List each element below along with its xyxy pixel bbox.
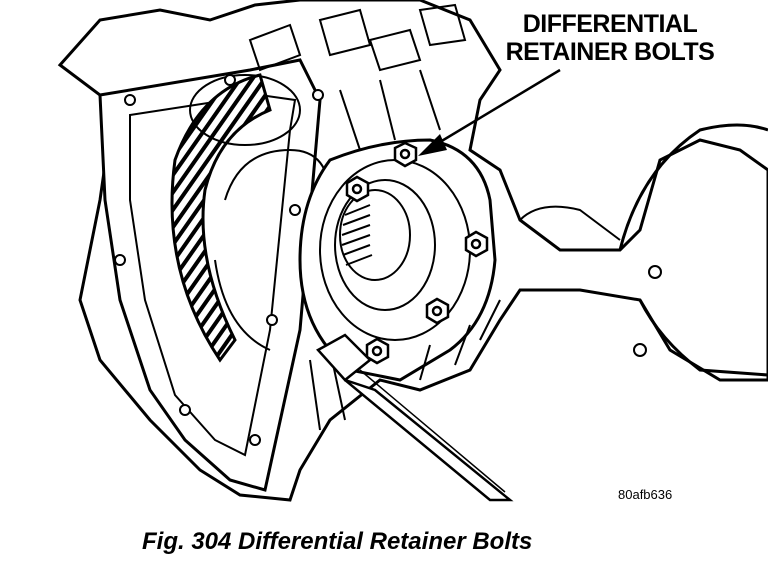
axle-shaft [316,333,514,502]
callout-label: DIFFERENTIAL RETAINER BOLTS [480,10,740,66]
retainer-bolt [365,337,390,365]
retainer-bolt [464,230,489,258]
bellhousing [618,123,768,377]
callout-line-1: DIFFERENTIAL [522,10,698,38]
ring-gear [170,73,272,363]
retainer-bolt [345,175,370,203]
bore-threads [341,204,373,266]
case-ribs [248,3,467,151]
callout-line-2: RETAINER BOLTS [505,38,715,66]
figure-caption: Fig. 304 Differential Retainer Bolts [142,528,533,555]
retainer-bolt [425,297,450,325]
callout-arrow [418,68,561,156]
lower-ribs [309,299,501,431]
figure-id: 80afb636 [618,487,673,502]
flange-bolt-holes [114,74,324,446]
retainer-bolts [345,141,489,365]
retainer-bolt [393,141,418,168]
